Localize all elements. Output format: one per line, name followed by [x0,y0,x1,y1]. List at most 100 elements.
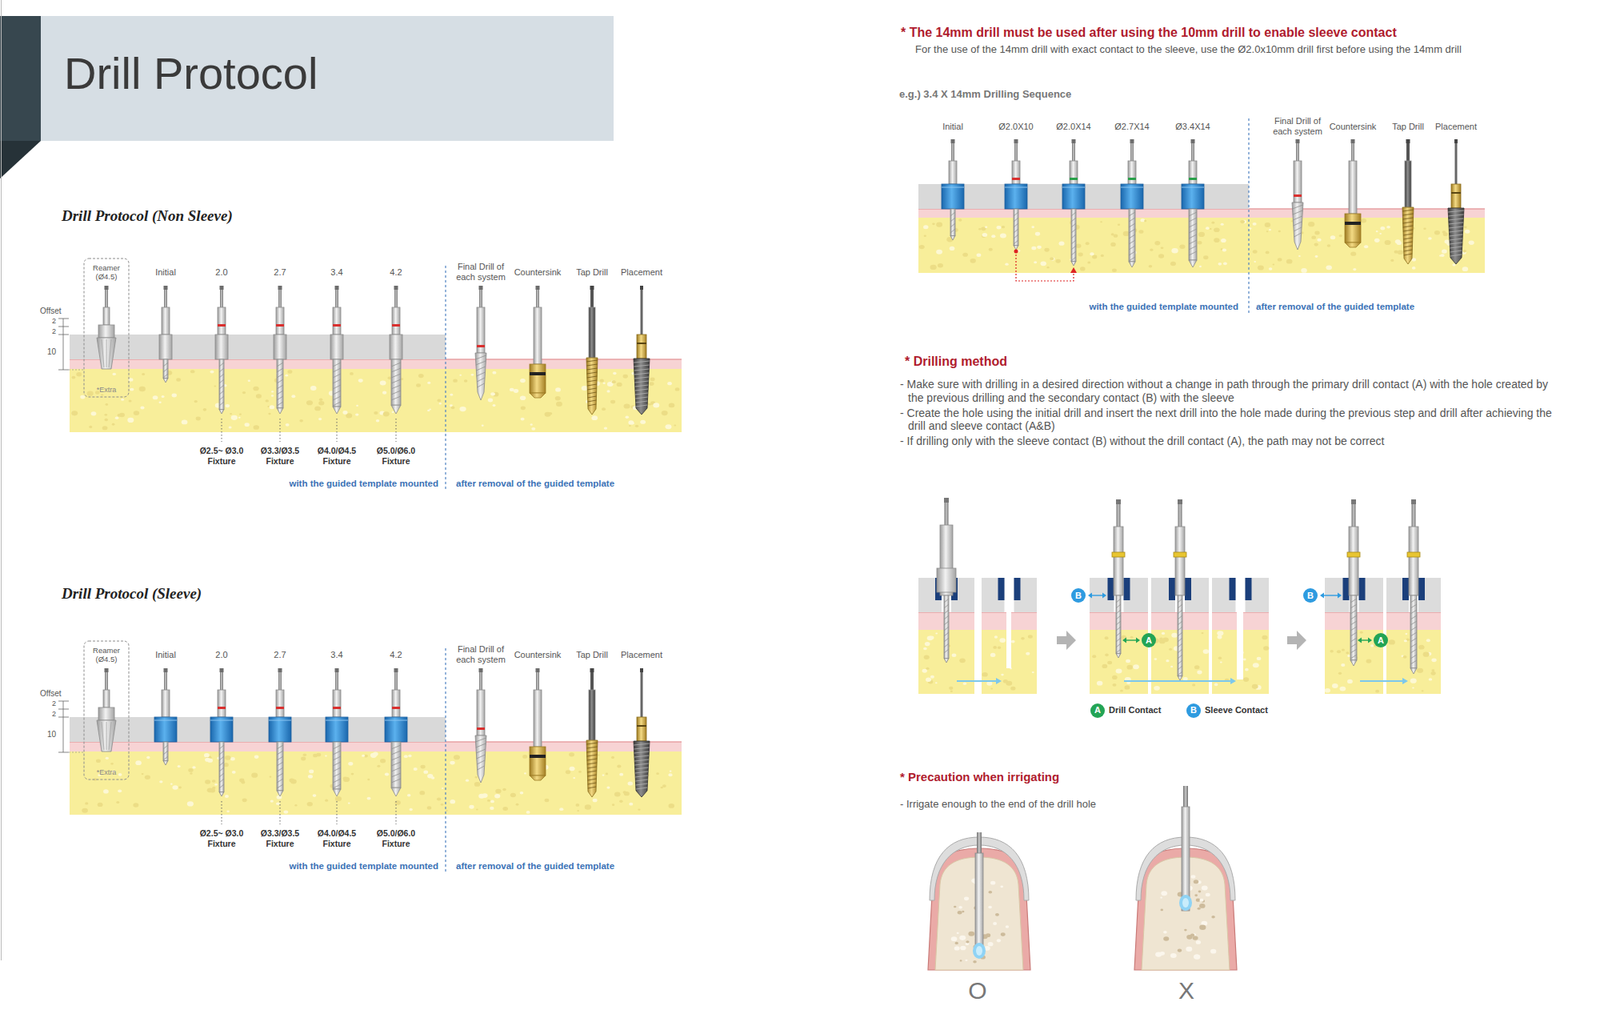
drill-cap [479,668,484,672]
bone-speckle [530,423,533,425]
bone-speckle [306,400,313,405]
bone-speckle [997,646,1001,649]
bone-speckle [1201,885,1208,891]
bone-speckle [994,635,998,638]
drill-flute [276,362,284,367]
phase-label: with the guided template mounted [288,860,439,872]
bone-speckle [673,424,676,426]
drill-bit [1177,595,1183,676]
bone-speckle [616,764,621,768]
bone-speckle [1168,648,1172,651]
irrigation [972,942,986,959]
bone-speckle [1421,689,1424,692]
sleeve-rim [210,720,233,721]
depth-mark [1128,177,1136,180]
bone-speckle [1085,241,1090,245]
bone-speckle [471,373,475,376]
bone-speckle [559,807,564,811]
bone-speckle [1397,249,1404,255]
bone-speckle [492,404,496,407]
drill-flute [391,368,401,372]
bone-speckle [1107,660,1112,665]
bone-speckle [300,756,306,761]
bone-speckle [1199,265,1202,268]
bone-speckle [1125,659,1131,663]
bone-speckle [285,423,290,427]
drill-flute [1071,228,1076,233]
bone-speckle [1197,907,1201,910]
drill-shank [588,689,596,740]
bone-speckle [951,936,958,941]
bone-speckle [1120,689,1124,692]
fixture-label: Ø4.0/Ø4.5 Fixture [308,445,365,466]
bone-speckle [382,391,387,395]
bone-speckle [1184,928,1187,932]
bone-speckle [1256,656,1262,660]
drill-flute [1071,223,1076,228]
drill-handle [220,672,224,690]
drill-flute [476,360,487,365]
drill-flute [1410,643,1417,648]
drill-flute [944,632,949,636]
bone-speckle [1376,230,1379,232]
bone-speckle [1386,225,1391,229]
bone-speckle [407,793,411,796]
drill-tip [332,788,341,796]
bone-speckle [1104,636,1109,640]
thread-line [587,754,598,756]
drill-flute [1128,223,1136,228]
bone-speckle [139,386,146,392]
mount-line [636,342,647,344]
path-arrowhead [996,677,1002,684]
guide-sleeve [1181,184,1204,209]
mount-line [1451,192,1461,194]
thread-line [588,404,596,406]
fixture-label: Ø2.5~ Ø3.0 Fixture [193,445,250,466]
guide-sleeve [1108,577,1115,600]
bone-speckle [984,226,988,228]
drill-flute [1177,660,1183,664]
drill-flute [332,401,341,406]
depth-mark [1069,177,1078,180]
bone-speckle [962,252,968,257]
bone-speckle [1441,248,1448,253]
bone-speckle [1000,673,1004,676]
bone-speckle [127,417,134,423]
drill-flute [276,401,284,406]
bone-speckle [1138,229,1144,234]
bone-speckle [578,770,582,773]
bone-speckle [637,808,640,810]
bone-speckle [1360,218,1367,223]
drill-flute [1188,234,1197,239]
bone-speckle [932,222,936,225]
thread-line [587,770,597,772]
bone-speckle [1132,664,1140,669]
bone-speckle [1153,685,1160,691]
thread-line [1402,213,1414,216]
bone-speckle [492,371,496,375]
bone-speckle [271,390,274,392]
bone-speckle [1330,235,1336,240]
drill-flute [1128,245,1136,250]
phase-label: with the guided template mounted [1088,301,1239,313]
bone-speckle [1190,932,1195,936]
bone-speckle [1183,676,1188,681]
bone-speckle [1277,257,1283,261]
drill-stop [159,334,172,360]
drill-flute [1350,620,1357,625]
bone-speckle [225,404,231,408]
bone-speckle [276,794,283,799]
bone-speckle [502,806,508,811]
bone-speckle [294,804,297,806]
path-arrow [956,680,997,682]
bone-speckle [922,668,928,673]
bone-speckle [436,796,441,800]
bone-speckle [189,772,192,775]
bone-speckle [1265,251,1270,255]
drill-flute [332,373,341,378]
drill-flute [944,626,949,631]
bone-speckle [1243,658,1247,661]
drill-shank [1348,526,1359,596]
implant-body [633,358,650,415]
bone-speckle [669,770,672,772]
